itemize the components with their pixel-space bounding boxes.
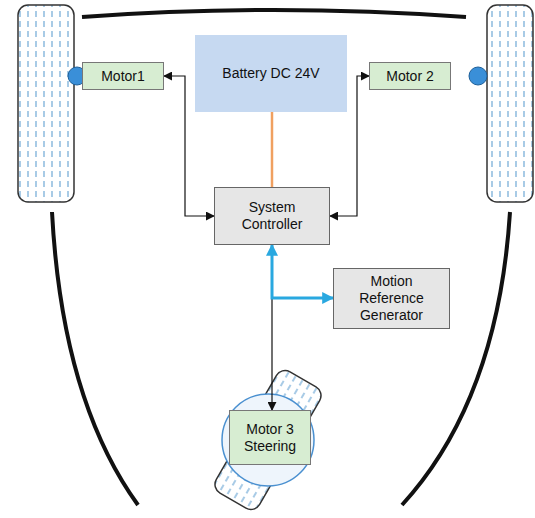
node-label: System Controller <box>227 199 317 233</box>
power-line <box>271 112 274 187</box>
node-label: Motor 3 Steering <box>235 421 305 455</box>
chassis-left <box>52 212 138 505</box>
motor-box: Motor 3 Steering <box>229 410 311 465</box>
motor-box: Motor 2 <box>369 62 451 90</box>
node-label: Motor1 <box>101 68 145 85</box>
controller-box: System Controller <box>214 187 330 245</box>
reference-signal <box>272 245 333 298</box>
steering-hub <box>222 394 314 486</box>
node-label: Motor 2 <box>386 68 433 85</box>
node-label: Battery DC 24V <box>222 65 319 82</box>
left-wheel <box>18 5 74 202</box>
generator-box: Motion Reference Generator <box>333 268 450 329</box>
battery-box: Battery DC 24V <box>195 35 347 112</box>
chassis-front <box>82 10 466 17</box>
chassis-right <box>402 212 510 505</box>
right-wheel <box>487 5 533 202</box>
wheel-hub <box>469 67 487 85</box>
node-label: Motion Reference Generator <box>339 273 444 324</box>
steering-wheel <box>211 367 324 513</box>
motor-box: Motor1 <box>82 62 164 90</box>
